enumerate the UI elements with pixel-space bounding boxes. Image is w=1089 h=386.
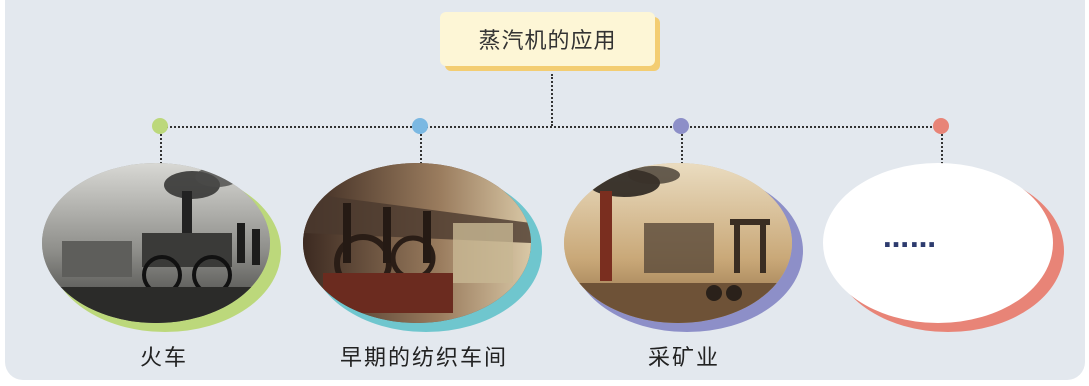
train-image	[42, 163, 270, 323]
connector-2	[420, 134, 422, 164]
branch-line	[163, 126, 943, 128]
title-connector	[551, 74, 553, 126]
node-dot-green	[152, 118, 168, 134]
title-box: 蒸汽机的应用	[440, 12, 655, 66]
node-dot-purple	[673, 118, 689, 134]
steam-locomotive-illustration	[42, 163, 270, 323]
textile-workshop-illustration	[303, 163, 531, 323]
connector-1	[160, 134, 162, 164]
mining-image	[564, 163, 792, 323]
ellipsis-text: ……	[883, 224, 937, 254]
node-dot-blue	[412, 118, 428, 134]
caption-mining: 采矿业	[647, 346, 720, 371]
mining-illustration	[564, 163, 792, 323]
connector-4	[941, 134, 943, 164]
connector-3	[681, 134, 683, 164]
node-dot-red	[933, 118, 949, 134]
caption-textile: 早期的纺织车间	[339, 346, 508, 371]
textile-image	[303, 163, 531, 323]
caption-train: 火车	[139, 346, 188, 371]
diagram-title: 蒸汽机的应用	[478, 29, 617, 54]
placeholder-ellipse	[823, 163, 1053, 323]
